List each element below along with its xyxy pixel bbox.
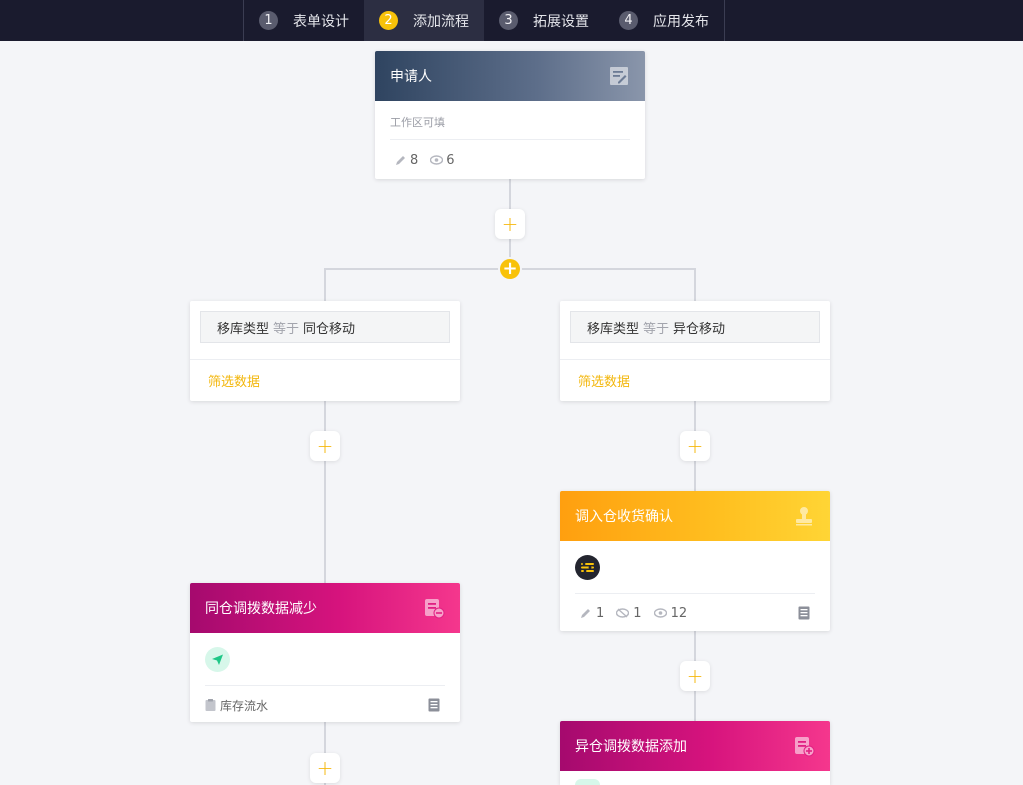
condition-field: 移库类型 <box>587 321 640 337</box>
pencil-icon <box>396 156 405 165</box>
node-receiving-confirm[interactable]: 调入仓收货确认 1 1 <box>560 491 830 631</box>
add-node-button[interactable]: + <box>310 753 340 783</box>
condition-value: 同仓移动 <box>303 321 356 337</box>
node-footer: 库存流水 <box>190 686 460 722</box>
add-node-button[interactable]: + <box>680 431 710 461</box>
node-body <box>560 541 830 593</box>
pencil-icon <box>581 609 590 618</box>
divider <box>390 139 630 140</box>
step-label: 拓展设置 <box>533 13 589 30</box>
branch-condition-diff-warehouse[interactable]: 移库类型 等于 异仓移动 筛选数据 <box>560 301 830 401</box>
eye-off-icon <box>616 608 630 618</box>
clipboard-icon <box>205 699 216 711</box>
step-extension-settings[interactable]: 3 拓展设置 <box>484 0 604 41</box>
divider <box>575 593 815 594</box>
form-edit-icon <box>610 67 628 85</box>
eye-icon <box>653 608 667 618</box>
add-node-button[interactable]: + <box>680 661 710 691</box>
eye-icon <box>430 155 444 165</box>
node-stats: 8 6 <box>375 140 645 179</box>
node-header: 申请人 <box>375 51 645 101</box>
branch-condition-same-warehouse[interactable]: 移库类型 等于 同仓移动 筛选数据 <box>190 301 460 401</box>
step-number: 4 <box>619 11 638 30</box>
hidden-count: 1 <box>616 606 642 621</box>
document-icon[interactable] <box>798 606 810 620</box>
document-icon[interactable] <box>428 698 440 712</box>
condition-operator: 等于 <box>273 321 300 337</box>
plus-icon: + <box>316 756 334 780</box>
node-header: 同仓调拨数据减少 <box>190 583 460 633</box>
edit-count: 1 <box>580 606 604 621</box>
add-node-button[interactable]: + <box>310 431 340 461</box>
step-add-process[interactable]: 2 添加流程 <box>364 0 484 41</box>
node-header: 调入仓收货确认 <box>560 491 830 541</box>
filter-data-link[interactable]: 筛选数据 <box>190 359 460 400</box>
step-number: 1 <box>259 11 278 30</box>
step-number: 3 <box>499 11 518 30</box>
condition-field: 移库类型 <box>217 321 270 337</box>
plus-icon: + <box>316 434 334 458</box>
condition-operator: 等于 <box>643 321 670 337</box>
add-node-button[interactable]: + <box>495 209 525 239</box>
send-icon <box>575 779 600 785</box>
top-nav: 1 表单设计 2 添加流程 3 拓展设置 4 应用发布 <box>0 0 1023 41</box>
step-label: 应用发布 <box>653 13 709 30</box>
step-label: 表单设计 <box>293 13 349 30</box>
condition-value: 异仓移动 <box>673 321 726 337</box>
condition-box: 移库类型 等于 同仓移动 <box>200 311 450 343</box>
footer-label: 库存流水 <box>220 698 269 713</box>
node-same-warehouse-reduce[interactable]: 同仓调拨数据减少 库存流水 <box>190 583 460 722</box>
divider <box>205 685 445 686</box>
edit-count: 8 <box>395 153 418 168</box>
send-icon <box>205 646 230 672</box>
data-operation-icon <box>425 599 445 619</box>
node-title: 同仓调拨数据减少 <box>205 601 317 617</box>
node-diff-warehouse-add[interactable]: 异仓调拨数据添加 <box>560 721 830 785</box>
node-header: 异仓调拨数据添加 <box>560 721 830 771</box>
step-number: 2 <box>379 11 398 30</box>
node-body <box>190 633 460 685</box>
connector-line <box>694 268 696 302</box>
view-count: 6 <box>430 153 455 168</box>
plus-icon: + <box>686 434 704 458</box>
condition-box: 移库类型 等于 异仓移动 <box>570 311 820 343</box>
view-count: 12 <box>653 606 687 621</box>
step-label: 添加流程 <box>413 13 469 30</box>
plus-icon: + <box>501 212 519 236</box>
add-branch-button[interactable]: + <box>500 259 520 279</box>
filter-data-link[interactable]: 筛选数据 <box>560 359 830 400</box>
plus-icon: + <box>502 257 518 279</box>
applicant-node[interactable]: 申请人 工作区可填 8 6 <box>375 51 645 179</box>
step-form-design[interactable]: 1 表单设计 <box>244 0 364 41</box>
node-title: 调入仓收货确认 <box>575 509 673 525</box>
node-title: 申请人 <box>390 69 432 85</box>
data-operation-icon <box>795 737 815 757</box>
plus-icon: + <box>686 664 704 688</box>
step-app-publish[interactable]: 4 应用发布 <box>604 0 724 41</box>
connector-line <box>324 401 326 584</box>
node-subtitle: 工作区可填 <box>390 116 445 129</box>
step-tabs: 1 表单设计 2 添加流程 3 拓展设置 4 应用发布 <box>243 0 725 41</box>
node-title: 异仓调拨数据添加 <box>575 739 687 755</box>
connector-line <box>324 268 326 302</box>
assignee-avatar-icon <box>575 554 600 580</box>
node-footer: 1 1 12 <box>560 594 830 631</box>
stamp-icon <box>796 507 812 526</box>
